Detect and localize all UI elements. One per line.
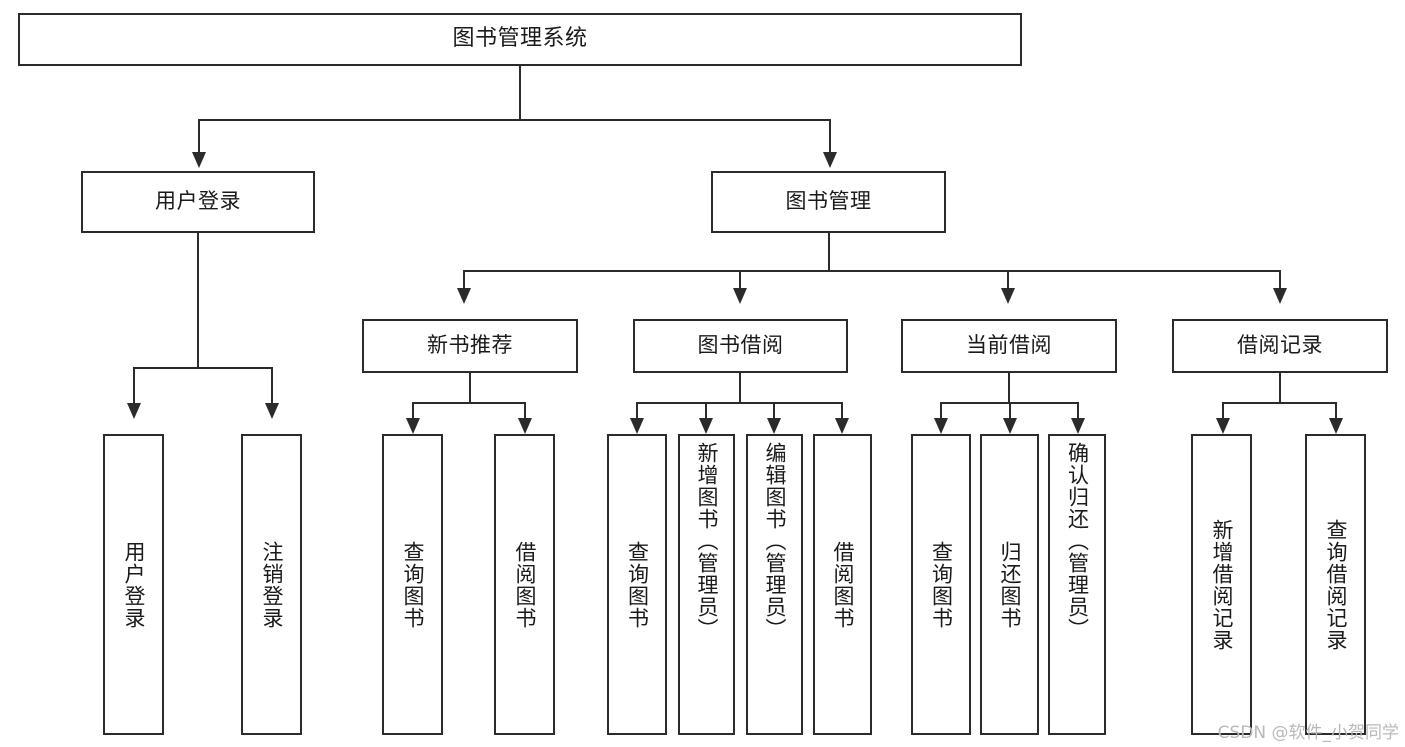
node-label: 当前借阅 xyxy=(966,333,1052,358)
node-label: 用户登录 xyxy=(155,189,241,214)
leaf-borrow-book-recommend[interactable]: 借阅图书 xyxy=(494,434,555,735)
connector-bookmgmt-bus xyxy=(463,270,1280,272)
leaf-query-book-borrow[interactable]: 查询图书 xyxy=(607,434,667,735)
connector-bookborrow-drop-3 xyxy=(773,402,775,420)
connector-currentborrow-drop-2 xyxy=(1009,402,1011,420)
leaf-query-book-current[interactable]: 查询图书 xyxy=(911,434,971,735)
connector-bookmgmt-drop-4 xyxy=(1279,270,1281,290)
node-current-borrow[interactable]: 当前借阅 xyxy=(901,319,1117,373)
connector-bookborrow-stem xyxy=(739,373,741,403)
arrowhead-icon xyxy=(406,418,420,434)
node-label: 查询图书 xyxy=(929,540,954,629)
connector-newbook-drop-2 xyxy=(524,402,526,420)
connector-userlogin-drop-1 xyxy=(133,367,135,405)
connector-newbook-drop-1 xyxy=(412,402,414,420)
connector-bookmgmt-drop-1 xyxy=(463,270,465,290)
watermark-text: CSDN @软件_小贺同学 xyxy=(1217,723,1399,743)
node-book-management[interactable]: 图书管理 xyxy=(711,171,946,233)
node-user-login[interactable]: 用户登录 xyxy=(81,171,315,233)
arrowhead-icon xyxy=(518,418,532,434)
node-label: 查询借阅记录 xyxy=(1324,518,1348,651)
connector-bookborrow-drop-2 xyxy=(705,402,707,420)
connector-root-bus xyxy=(198,119,831,121)
connector-root-drop-2 xyxy=(829,119,831,154)
arrowhead-icon xyxy=(934,418,948,434)
connector-bookborrow-drop-1 xyxy=(636,402,638,420)
arrowhead-icon xyxy=(823,152,837,168)
leaf-logout[interactable]: 注销登录 xyxy=(241,434,302,735)
arrowhead-icon xyxy=(630,418,644,434)
leaf-return-book[interactable]: 归还图书 xyxy=(980,434,1039,735)
node-label: 归还图书 xyxy=(998,540,1022,629)
connector-userlogin-stem xyxy=(197,233,199,368)
node-label: 图书借阅 xyxy=(697,333,784,358)
node-label: 借阅图书 xyxy=(831,540,855,629)
connector-bookmgmt-drop-2 xyxy=(739,270,741,290)
node-label: 借阅记录 xyxy=(1237,333,1323,358)
node-borrow-record[interactable]: 借阅记录 xyxy=(1172,319,1388,373)
node-book-management-system[interactable]: 图书管理系统 xyxy=(18,13,1022,66)
node-label: 确认归还（管理员） xyxy=(1065,442,1090,640)
connector-userlogin-bus xyxy=(133,367,273,369)
node-label: 新书推荐 xyxy=(427,333,513,358)
connector-borrowrecord-drop-2 xyxy=(1335,402,1337,420)
arrowhead-icon xyxy=(1216,418,1230,434)
connector-newbook-stem xyxy=(469,373,471,403)
node-label: 图书管理 xyxy=(785,189,872,214)
leaf-confirm-return-admin[interactable]: 确认归还（管理员） xyxy=(1048,434,1106,735)
connector-bookmgmt-drop-3 xyxy=(1007,270,1009,290)
arrowhead-icon xyxy=(265,403,279,419)
node-book-borrow[interactable]: 图书借阅 xyxy=(633,319,848,373)
connector-root-stem xyxy=(519,66,521,119)
leaf-borrow-book[interactable]: 借阅图书 xyxy=(813,434,872,735)
node-label: 注销登录 xyxy=(260,540,284,629)
arrowhead-icon xyxy=(1071,418,1085,434)
arrowhead-icon xyxy=(1003,418,1017,434)
node-label: 用户登录 xyxy=(122,540,146,629)
node-label: 查询图书 xyxy=(401,540,425,629)
arrowhead-icon xyxy=(1273,288,1287,304)
leaf-add-borrow-record[interactable]: 新增借阅记录 xyxy=(1191,434,1252,735)
arrowhead-icon xyxy=(699,418,713,434)
connector-root-drop-1 xyxy=(198,119,200,154)
connector-userlogin-drop-2 xyxy=(271,367,273,405)
leaf-query-book-recommend[interactable]: 查询图书 xyxy=(382,434,443,735)
leaf-edit-book-admin[interactable]: 编辑图书（管理员） xyxy=(746,434,803,735)
connector-currentborrow-stem xyxy=(1008,373,1010,403)
node-label: 新增借阅记录 xyxy=(1210,518,1234,651)
connector-bookborrow-drop-4 xyxy=(841,402,843,420)
leaf-query-borrow-record[interactable]: 查询借阅记录 xyxy=(1305,434,1366,735)
node-label: 借阅图书 xyxy=(513,540,537,629)
arrowhead-icon xyxy=(457,288,471,304)
arrowhead-icon xyxy=(1329,418,1343,434)
connector-currentborrow-drop-1 xyxy=(940,402,942,420)
arrowhead-icon xyxy=(127,403,141,419)
node-label: 编辑图书（管理员） xyxy=(763,442,787,640)
arrowhead-icon xyxy=(192,152,206,168)
connector-bookmgmt-stem xyxy=(828,233,830,271)
node-label: 查询图书 xyxy=(625,540,650,629)
connector-borrowrecord-drop-1 xyxy=(1222,402,1224,420)
arrowhead-icon xyxy=(733,288,747,304)
arrowhead-icon xyxy=(1001,288,1015,304)
connector-bookborrow-bus xyxy=(636,402,843,404)
leaf-add-book-admin[interactable]: 新增图书（管理员） xyxy=(678,434,735,735)
node-new-book-recommend[interactable]: 新书推荐 xyxy=(362,319,578,373)
connector-borrowrecord-stem xyxy=(1279,373,1281,403)
arrowhead-icon xyxy=(767,418,781,434)
connector-currentborrow-drop-3 xyxy=(1077,402,1079,420)
node-label: 新增图书（管理员） xyxy=(695,442,719,640)
leaf-user-login[interactable]: 用户登录 xyxy=(103,434,164,735)
connector-borrowrecord-bus xyxy=(1222,402,1337,404)
connector-newbook-bus xyxy=(412,402,526,404)
arrowhead-icon xyxy=(835,418,849,434)
node-label: 图书管理系统 xyxy=(452,26,588,52)
